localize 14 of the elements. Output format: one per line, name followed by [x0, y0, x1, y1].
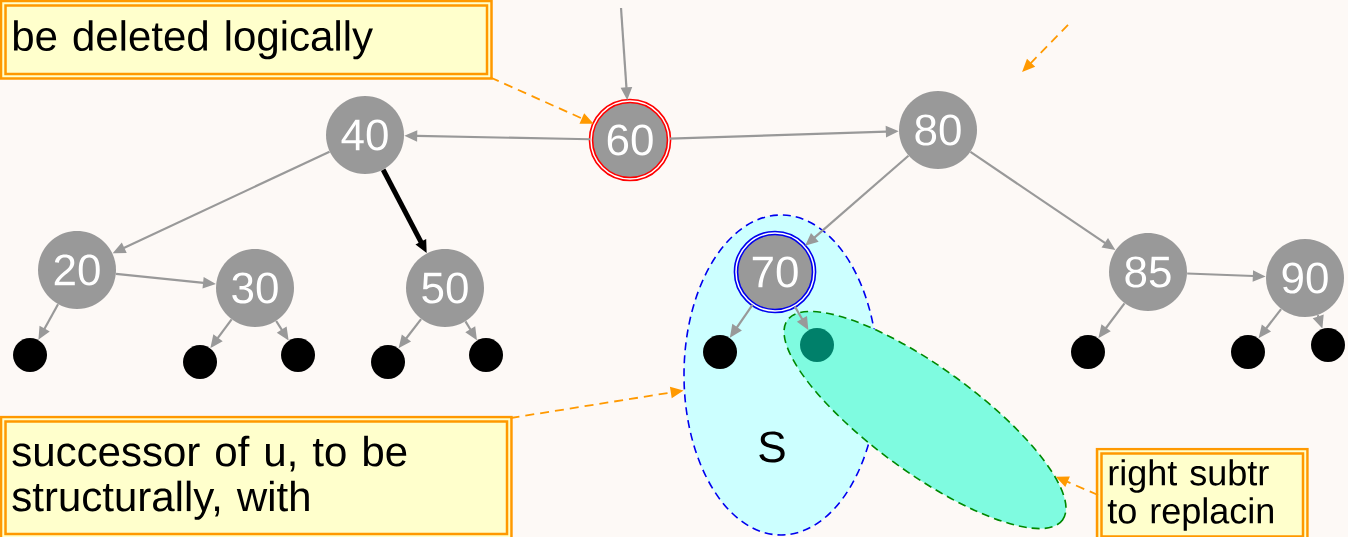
null-leaf-dot — [703, 335, 737, 369]
null-leaf-dot — [800, 328, 834, 362]
callout-box: right subtr to replacin — [1095, 447, 1309, 537]
null-leaf-dot — [1311, 328, 1345, 362]
callout-box: be deleted logically — [0, 0, 493, 80]
null-leaf-dot — [281, 338, 315, 372]
callout-box: successor of u, to be structurally, with — [0, 415, 513, 537]
null-leaf-dot — [13, 338, 47, 372]
null-leaf-dot — [1231, 335, 1265, 369]
null-leaf-dot — [469, 338, 503, 372]
null-leaf-dot — [371, 345, 405, 379]
null-leaf-dot — [1071, 335, 1105, 369]
subtree-ellipse — [783, 310, 1067, 530]
null-leaf-dot — [183, 345, 217, 379]
